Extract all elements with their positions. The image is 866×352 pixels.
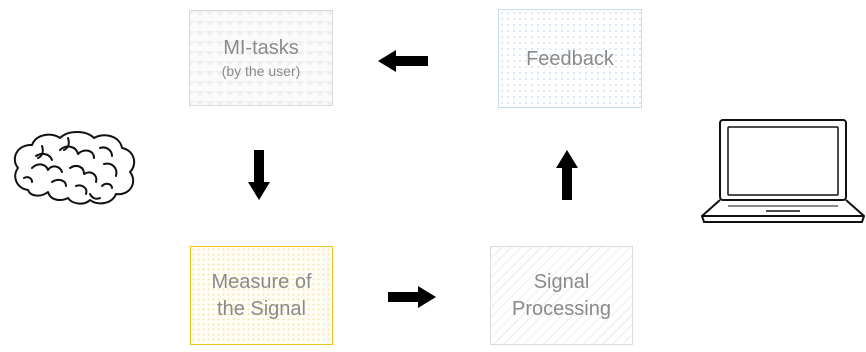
signal-processing-box: Signal Processing: [490, 246, 633, 345]
brain-icon: [13, 131, 136, 205]
arrow-left: [378, 50, 428, 72]
processing-line-2: Processing: [512, 297, 611, 320]
measure-signal-box: Measure of the Signal: [190, 246, 333, 345]
arrow-up: [556, 150, 578, 200]
feedback-box: Feedback: [498, 9, 642, 108]
arrow-down: [248, 150, 270, 200]
feedback-title: Feedback: [526, 47, 614, 70]
mi-tasks-subtitle: (by the user): [221, 63, 301, 79]
mi-tasks-title: MI-tasks: [223, 37, 299, 59]
measure-line-2: the Signal: [217, 297, 306, 320]
mi-tasks-box: MI-tasks (by the user): [189, 10, 333, 106]
measure-line-1: Measure of: [211, 270, 312, 293]
laptop-icon: [701, 119, 865, 223]
processing-line-1: Signal: [533, 270, 590, 293]
arrow-right: [388, 286, 436, 308]
